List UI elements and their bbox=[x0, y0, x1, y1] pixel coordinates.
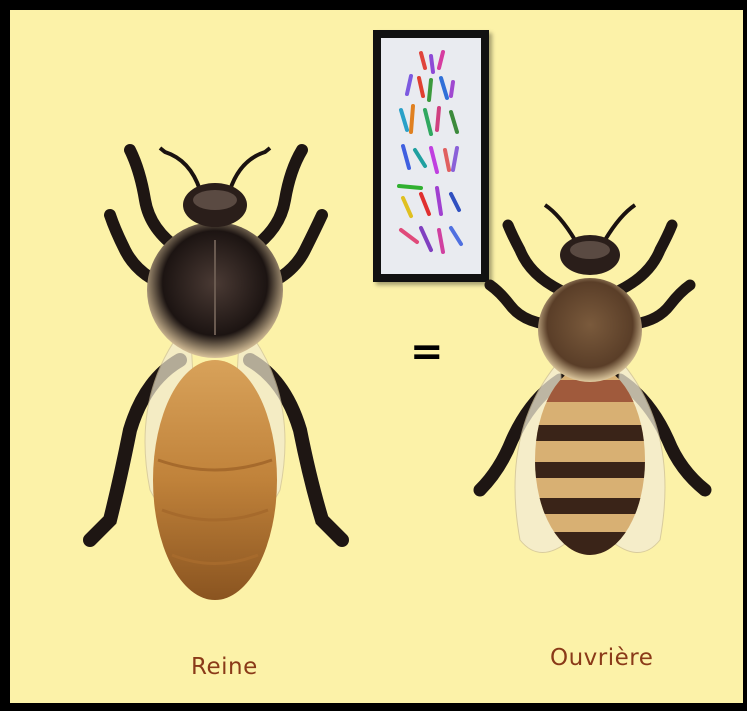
worker-bee-icon bbox=[450, 180, 740, 580]
queen-label: Reine bbox=[191, 654, 258, 680]
worker-label: Ouvrière bbox=[550, 645, 653, 671]
equals-sign: = bbox=[410, 332, 444, 372]
queen-bee-icon bbox=[70, 130, 360, 620]
